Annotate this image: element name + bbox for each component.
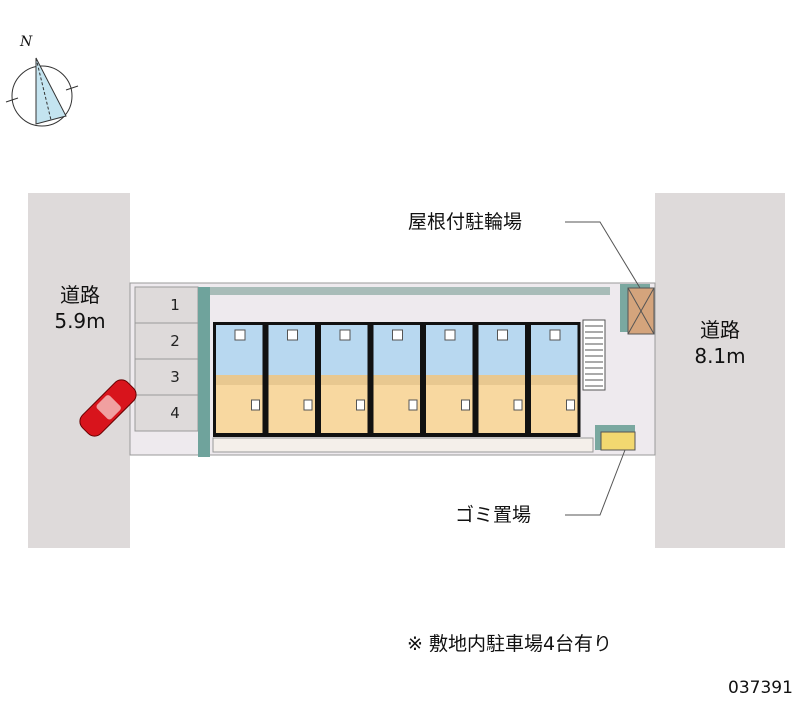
garbage-area-icon [600, 431, 636, 451]
unit-kitchen [216, 375, 263, 385]
roof-edge [210, 287, 610, 295]
apartment-unit [423, 322, 476, 437]
unit-kitchen [531, 375, 578, 385]
unit-kitchen [426, 375, 473, 385]
apartment-unit [265, 322, 318, 437]
window-icon [566, 399, 575, 411]
road-left [28, 193, 130, 548]
road-right [655, 193, 785, 548]
car-icon [79, 379, 137, 437]
bike-parking-label: 屋根付駐輪場 [408, 211, 523, 233]
parking-space-number: 4 [170, 404, 180, 422]
apartment-unit [528, 322, 581, 437]
walkway [212, 437, 594, 453]
apartment-unit [318, 322, 371, 437]
toilet-icon [549, 329, 561, 341]
wall [198, 287, 210, 457]
unit-kitchen [478, 375, 525, 385]
parking-space-number: 3 [170, 368, 180, 386]
toilet-icon [234, 329, 246, 341]
leader-line [565, 221, 641, 289]
parking-space-number: 1 [170, 296, 180, 314]
apartment-unit [370, 322, 423, 437]
window-icon [461, 399, 470, 411]
compass-north-label: N [20, 34, 33, 50]
parking-area [134, 286, 199, 432]
unit-kitchen [268, 375, 315, 385]
window-icon [408, 399, 418, 411]
apartment-unit [213, 322, 266, 437]
window-icon [303, 399, 313, 411]
road-left-name: 道路 [60, 283, 100, 307]
leader-line [565, 449, 626, 516]
window-icon [251, 399, 260, 411]
window-icon [356, 399, 365, 411]
road-right-name: 道路 [700, 318, 740, 342]
window-icon [513, 399, 523, 411]
parking-space-number: 2 [170, 332, 180, 350]
garbage-label: ゴミ置場 [455, 504, 532, 526]
toilet-icon [497, 329, 508, 341]
apartment-unit [475, 322, 528, 437]
toilet-icon [339, 329, 351, 341]
unit-kitchen [321, 375, 368, 385]
stairs-icon [582, 319, 606, 391]
compass-icon [5, 57, 79, 127]
property-code: 037391 [728, 678, 793, 698]
toilet-icon [392, 329, 403, 341]
road-right-width: 8.1m [694, 344, 746, 368]
bike-parking-icon [627, 287, 655, 335]
unit-kitchen [373, 375, 420, 385]
toilet-icon [444, 329, 456, 341]
building-units [213, 322, 581, 437]
parking-note: ※ 敷地内駐車場4台有り [407, 633, 613, 655]
road-left-width: 5.9m [54, 309, 106, 333]
toilet-icon [287, 329, 298, 341]
